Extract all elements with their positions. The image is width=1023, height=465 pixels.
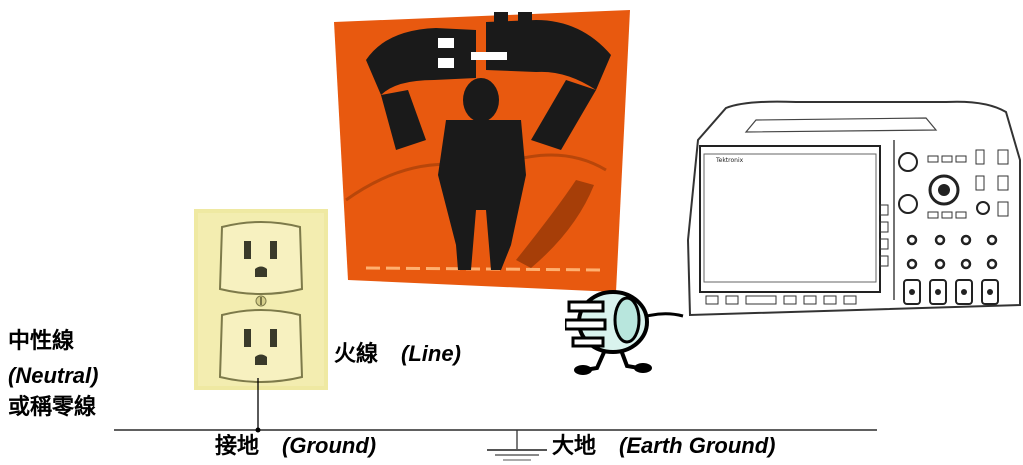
oscilloscope: Tektronix bbox=[686, 100, 1021, 317]
neutral-label-english: (Neutral) bbox=[8, 363, 99, 388]
neutral-label-alias: 或稱零線 bbox=[8, 395, 97, 420]
woman-holding-plugs-illustration bbox=[334, 10, 630, 292]
earth-ground-label-english: (Earth Ground) bbox=[619, 433, 776, 458]
ground-label-chinese: 接地 bbox=[215, 434, 260, 459]
ground-junction-dot bbox=[255, 427, 261, 433]
ground-symbol bbox=[487, 430, 547, 461]
ground-label: 接地 (Ground) bbox=[215, 435, 376, 458]
line-label-chinese: 火線 bbox=[334, 342, 379, 367]
earth-ground-label: 大地 (Earth Ground) bbox=[552, 435, 775, 458]
earth-ground-label-chinese: 大地 bbox=[552, 434, 597, 459]
line-label-english: (Line) bbox=[401, 341, 461, 366]
walking-plug-character bbox=[565, 290, 684, 375]
line-label: 火線 (Line) bbox=[334, 343, 461, 366]
wall-outlet bbox=[194, 209, 328, 390]
scope-screen-label: Tektronix bbox=[715, 157, 744, 164]
neutral-label-chinese: 中性線 bbox=[8, 329, 75, 354]
ground-label-english: (Ground) bbox=[282, 433, 377, 458]
